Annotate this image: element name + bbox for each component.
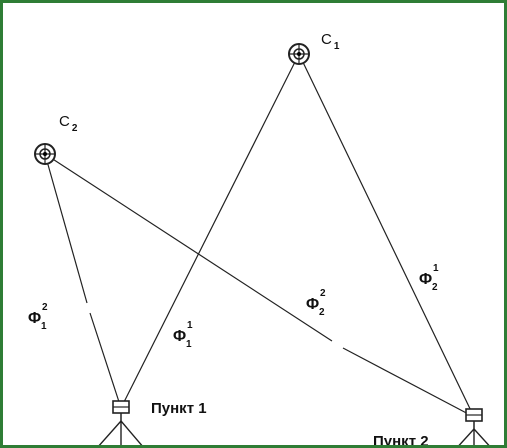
line-c2-point1-lower [89, 312, 122, 409]
svg-text:1: 1 [186, 339, 192, 350]
line-c1-point2 [298, 53, 475, 418]
svg-text:2: 2 [42, 302, 48, 313]
svg-text:1: 1 [41, 321, 47, 332]
svg-text:Φ: Φ [173, 328, 186, 345]
satellite-c1-icon [288, 43, 310, 65]
phase-label-1-2: Φ 2 1 [28, 302, 48, 332]
line-c2-point1 [44, 153, 88, 304]
svg-text:1: 1 [187, 320, 193, 331]
station-point-1-icon [98, 400, 143, 445]
station-point-2-icon [458, 408, 490, 445]
line-c1-point1 [120, 53, 300, 409]
phase-label-1-1: Φ 1 1 [173, 320, 193, 350]
satellite-c2-icon [34, 143, 56, 165]
svg-text:2: 2 [320, 288, 326, 299]
line-c2-point2-lower [342, 347, 475, 418]
svg-text:1: 1 [433, 263, 439, 274]
svg-text:2: 2 [319, 307, 325, 318]
svg-text:Φ: Φ [306, 296, 319, 313]
phase-label-2-1: Φ 1 2 [419, 263, 439, 293]
point-2-label: Пункт 2 [373, 433, 429, 448]
phase-label-2-2: Φ 2 2 [306, 288, 326, 318]
point-1-label: Пункт 1 [151, 400, 207, 417]
svg-text:Φ: Φ [28, 310, 41, 327]
line-c2-point2 [44, 153, 333, 342]
svg-text:Φ: Φ [419, 271, 432, 288]
svg-text:2: 2 [432, 282, 438, 293]
